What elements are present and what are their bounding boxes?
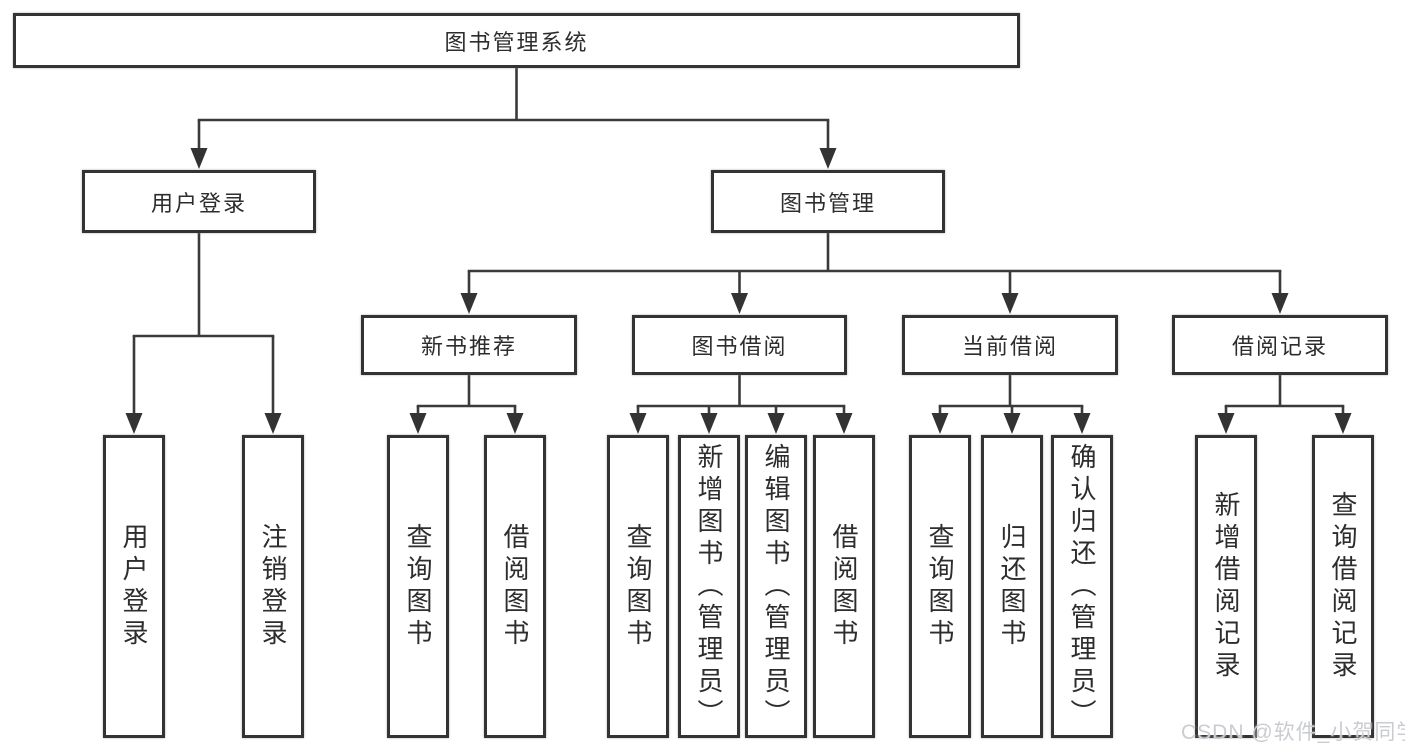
arrowhead-icon-leaf-borrow-books-2 <box>835 413 853 434</box>
node-label-leaf-query-borrow-record: 查询借阅记录 <box>1328 490 1358 683</box>
node-root: 图书管理系统 <box>13 13 1020 68</box>
node-label-leaf-borrow-books-2: 借阅图书 <box>829 522 859 651</box>
node-leaf-user-login: 用户登录 <box>103 435 165 738</box>
node-label-current-borrow: 当前借阅 <box>961 334 1058 359</box>
node-label-new-book-rec: 新书推荐 <box>420 334 517 359</box>
node-label-borrow-records: 借阅记录 <box>1231 334 1328 359</box>
node-leaf-edit-books: 编辑图书（管理员） <box>745 435 807 738</box>
node-user-login-branch: 用户登录 <box>82 170 316 233</box>
node-new-book-rec: 新书推荐 <box>361 315 577 375</box>
node-leaf-query-books-3: 查询图书 <box>909 435 971 738</box>
arrowhead-icon-current-borrow <box>1001 293 1019 314</box>
node-book-mgmt-branch: 图书管理 <box>711 170 945 233</box>
arrowhead-icon-leaf-query-books-2 <box>629 413 647 434</box>
node-leaf-query-books-2: 查询图书 <box>607 435 669 738</box>
arrowhead-icon-leaf-edit-books <box>767 413 785 434</box>
node-label-leaf-return-books: 归还图书 <box>997 522 1027 651</box>
node-leaf-borrow-books-1: 借阅图书 <box>484 435 546 738</box>
node-leaf-confirm-return: 确认归还（管理员） <box>1051 435 1113 738</box>
node-borrow-records: 借阅记录 <box>1172 315 1388 375</box>
node-label-leaf-query-books-3: 查询图书 <box>925 522 955 651</box>
node-label-leaf-edit-books: 编辑图书（管理员） <box>761 442 791 731</box>
node-label-user-login-branch: 用户登录 <box>150 190 247 216</box>
node-leaf-logout: 注销登录 <box>242 435 304 738</box>
arrowhead-icon-new-book-rec <box>460 293 478 314</box>
arrowhead-icon-leaf-add-books <box>700 413 718 434</box>
watermark-text: CSDN @软件_小贺同学 <box>1181 721 1405 744</box>
node-label-leaf-confirm-return: 确认归还（管理员） <box>1067 442 1097 731</box>
node-leaf-query-borrow-record: 查询借阅记录 <box>1312 435 1374 738</box>
arrowhead-icon-leaf-confirm-return <box>1073 413 1091 434</box>
node-label-leaf-logout: 注销登录 <box>258 522 288 651</box>
node-leaf-return-books: 归还图书 <box>981 435 1043 738</box>
arrowhead-icon-book-mgmt-branch <box>819 148 837 169</box>
arrowhead-icon-leaf-query-books-1 <box>409 413 427 434</box>
arrowhead-icon-leaf-borrow-books-1 <box>506 413 524 434</box>
node-label-leaf-user-login: 用户登录 <box>119 522 149 651</box>
arrowhead-icon-leaf-user-login <box>125 413 143 434</box>
node-label-book-mgmt-branch: 图书管理 <box>779 190 876 216</box>
arrowhead-icon-leaf-add-borrow-record <box>1217 413 1235 434</box>
arrowhead-icon-leaf-query-borrow-record <box>1334 413 1352 434</box>
node-leaf-add-borrow-record: 新增借阅记录 <box>1195 435 1257 738</box>
node-label-leaf-add-books: 新增图书（管理员） <box>694 442 724 731</box>
node-label-leaf-query-books-1: 查询图书 <box>403 522 433 651</box>
node-leaf-query-books-1: 查询图书 <box>387 435 449 738</box>
arrowhead-icon-leaf-query-books-3 <box>931 413 949 434</box>
node-leaf-borrow-books-2: 借阅图书 <box>813 435 875 738</box>
node-leaf-add-books: 新增图书（管理员） <box>678 435 740 738</box>
node-book-borrow: 图书借阅 <box>632 315 847 375</box>
arrowhead-icon-user-login-branch <box>190 148 208 169</box>
node-current-borrow: 当前借阅 <box>902 315 1118 375</box>
arrowhead-icon-leaf-return-books <box>1003 413 1021 434</box>
node-label-leaf-add-borrow-record: 新增借阅记录 <box>1211 490 1241 683</box>
node-label-leaf-query-books-2: 查询图书 <box>623 522 653 651</box>
node-label-leaf-borrow-books-1: 借阅图书 <box>500 522 530 651</box>
arrowhead-icon-book-borrow <box>731 293 748 314</box>
arrowhead-icon-borrow-records <box>1271 293 1289 314</box>
node-label-book-borrow: 图书借阅 <box>691 334 788 359</box>
node-label-root: 图书管理系统 <box>444 29 589 55</box>
arrowhead-icon-leaf-logout <box>264 413 282 434</box>
